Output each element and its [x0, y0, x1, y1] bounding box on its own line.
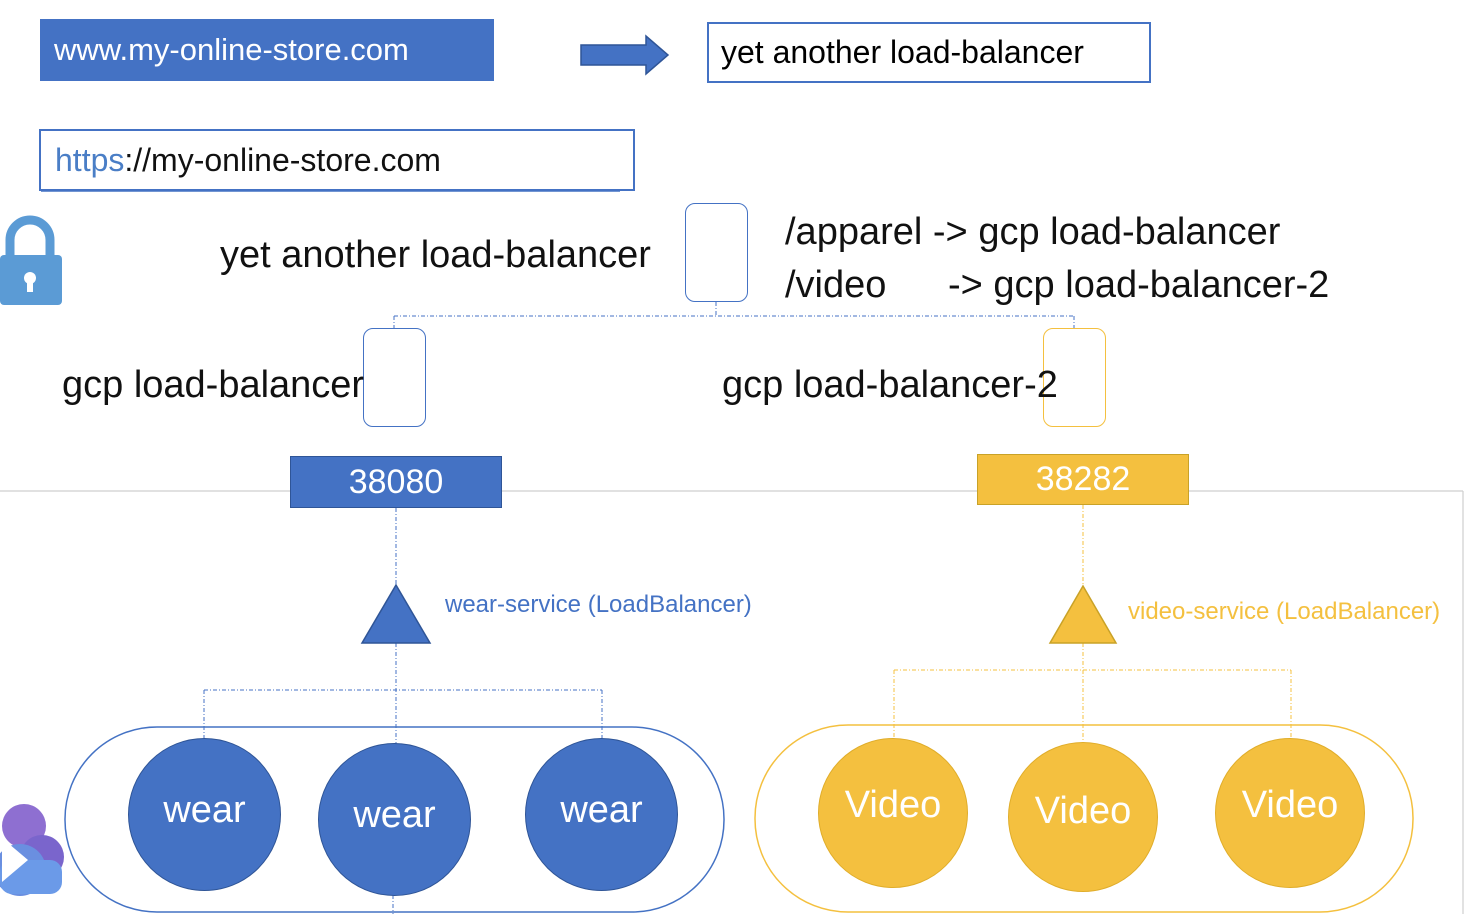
route-apparel: /apparel -> gcp load-balancer [785, 211, 1280, 254]
url-field: https://my-online-store.com [39, 129, 635, 191]
video-port-badge: 38282 [977, 454, 1189, 505]
gcp-balancer-node [363, 328, 426, 427]
lock-icon [0, 215, 62, 305]
wear-port-badge: 38080 [290, 456, 502, 508]
route-target: gcp load-balancer-2 [993, 264, 1330, 306]
route-connector [393, 302, 1075, 328]
cloud-play-icon [0, 804, 64, 896]
video-service-label: video-service (LoadBalancer) [1128, 598, 1441, 625]
route-path: /video [785, 264, 887, 306]
route-arrow: -> [948, 264, 983, 306]
video-pod: Video [818, 738, 968, 888]
route-video: /video -> gcp load-balancer-2 [785, 264, 1329, 307]
route-arrow: -> [932, 211, 968, 253]
wear-service-label: wear-service (LoadBalancer) [445, 591, 752, 618]
gcp-balancer-2-node [1043, 328, 1106, 427]
url-scheme: https [55, 141, 125, 178]
domain-label: www.my-online-store.com [40, 19, 494, 81]
url-rest: ://my-online-store.com [124, 141, 441, 178]
main-balancer-node [685, 203, 748, 302]
wear-pod: wear [525, 738, 678, 891]
wear-pod: wear [318, 743, 471, 896]
wear-pods-group [64, 726, 725, 913]
gcp-balancer-2-label: gcp load-balancer-2 [722, 364, 1058, 406]
cluster-boundary [0, 490, 1464, 914]
route-target: gcp load-balancer [978, 211, 1281, 253]
main-balancer-label: yet another load-balancer [220, 234, 651, 276]
arrow-right-icon [580, 34, 670, 76]
video-service-icon [1048, 584, 1118, 644]
video-pod: Video [1008, 742, 1158, 892]
route-path: /apparel [785, 211, 923, 253]
wear-pod: wear [128, 738, 281, 891]
video-pod: Video [1215, 738, 1365, 888]
wear-service-icon [360, 583, 432, 644]
gcp-balancer-label: gcp load-balancer [62, 364, 365, 406]
video-pods-group [754, 724, 1414, 913]
top-load-balancer-box: yet another load-balancer [707, 22, 1151, 83]
